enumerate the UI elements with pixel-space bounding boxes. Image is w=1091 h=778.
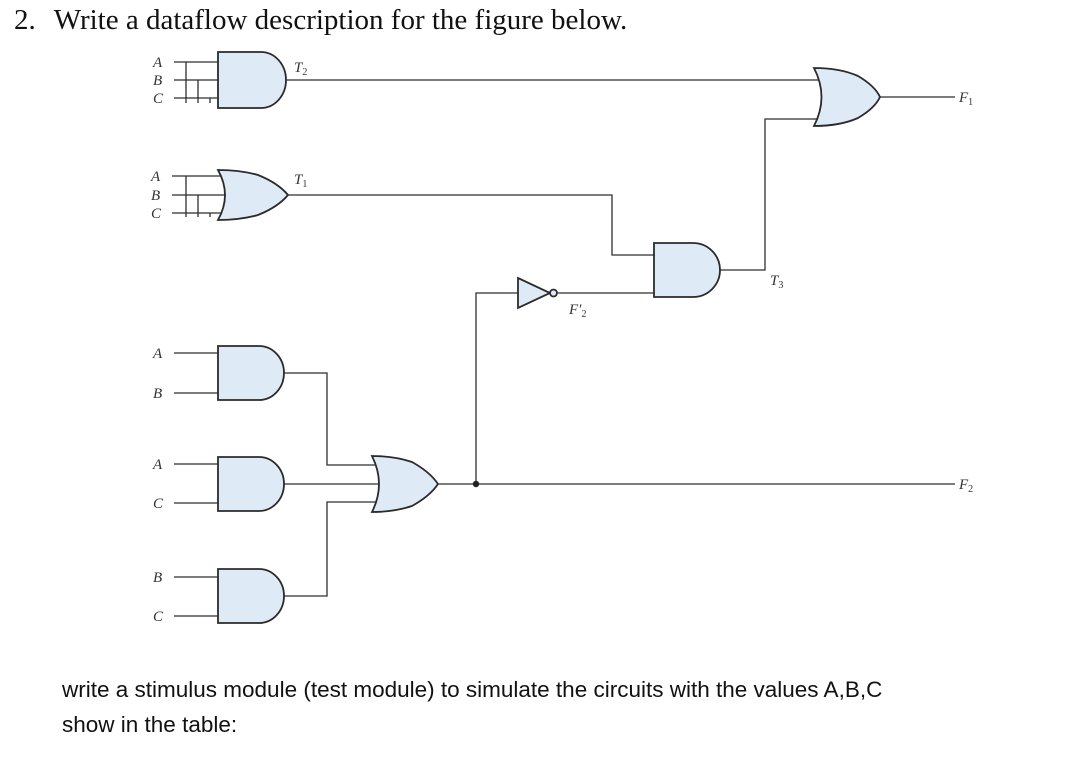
or-gate-f2 [370, 455, 440, 513]
wires [172, 61, 955, 617]
signal-label-t1: T1 [294, 172, 307, 190]
signal-label-t2: T2 [294, 60, 307, 78]
or-gate-t1 [216, 169, 290, 221]
input-label-g5-b: B [153, 570, 162, 586]
wire-g2-inputs [172, 175, 225, 217]
logic-circuit-diagram: A B C A B C A B A C B C T2 T1 T3 F′2 F1 … [150, 51, 973, 625]
input-label-g4-a: A [152, 457, 163, 473]
wire-g1-inputs [174, 61, 218, 103]
and-gate-bc [217, 568, 285, 624]
question-number: 2. [14, 4, 36, 36]
input-label-g3-b: B [153, 386, 162, 402]
input-label-g1-b: B [153, 73, 162, 89]
input-label-g2-c: C [151, 206, 162, 222]
wire-g4-inputs [174, 463, 218, 504]
wire-g5-inputs [174, 576, 218, 617]
and-gate-t2 [217, 51, 287, 109]
input-label-g2-b: B [151, 188, 160, 204]
junction-dot [472, 480, 480, 488]
wire-t1 [288, 194, 654, 256]
and-gate-t3 [653, 242, 721, 298]
signal-label-f2-complement: F′2 [568, 302, 586, 320]
output-label-f2: F2 [958, 477, 973, 495]
input-label-g2-a: A [150, 169, 161, 185]
not-gate-f2 [517, 276, 553, 310]
output-label-f1: F1 [958, 90, 973, 108]
wire-g3-out [284, 372, 377, 466]
input-label-g1-a: A [152, 55, 163, 71]
wire-t3 [720, 118, 819, 271]
not-gate-bubble [549, 288, 558, 298]
question-text: Write a dataflow description for the fig… [53, 4, 628, 36]
wire-g5-out [284, 501, 377, 597]
wire-g3-inputs [174, 352, 218, 394]
input-label-g4-c: C [153, 496, 164, 512]
instruction-line-2: show in the table: [62, 712, 238, 737]
signal-label-t3: T3 [770, 273, 783, 291]
signal-labels: T2 T1 T3 F′2 F1 F2 [294, 60, 973, 495]
and-gate-ab [217, 345, 285, 401]
and-gate-ac [217, 456, 285, 512]
input-labels: A B C A B C A B A C B C [150, 55, 164, 625]
or-gate-f1 [812, 67, 881, 127]
input-label-g3-a: A [152, 346, 163, 362]
wire-f2-branch [475, 292, 518, 484]
question-heading: 2. Write a dataflow description for the f… [14, 4, 627, 37]
instruction-text: write a stimulus module (test module) to… [62, 672, 882, 742]
instruction-line-1: write a stimulus module (test module) to… [62, 677, 883, 702]
input-label-g5-c: C [153, 609, 164, 625]
input-label-g1-c: C [153, 91, 164, 107]
